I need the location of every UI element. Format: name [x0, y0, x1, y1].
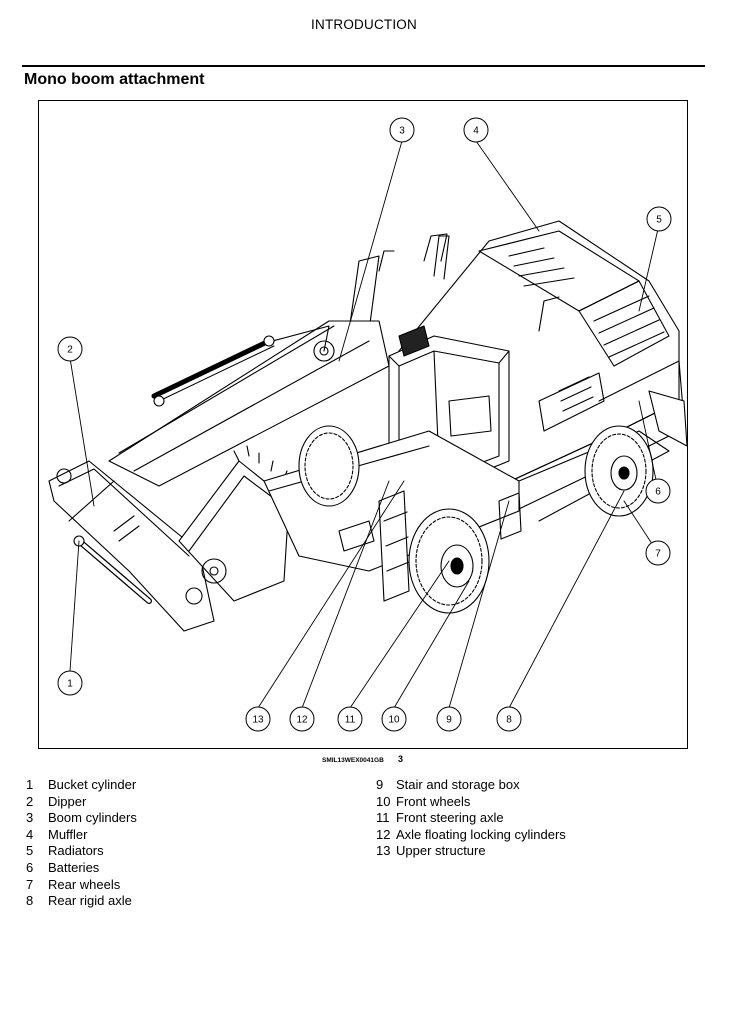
svg-text:1: 1 — [67, 679, 73, 690]
legend-number: 1 — [26, 777, 34, 792]
legend-item: 8 Rear rigid axle — [26, 893, 137, 910]
legend-number: 8 — [26, 893, 34, 909]
legend-label: Upper structure — [396, 843, 486, 859]
rear-blade-drawing — [648, 390, 688, 447]
svg-text:5: 5 — [656, 215, 662, 226]
callout-7: 7 — [645, 540, 671, 566]
dipper-drawing — [48, 460, 215, 632]
legend-item: 12 Axle floating locking cylinders — [376, 827, 566, 844]
legend-label: Stair and storage box — [396, 777, 520, 792]
legend-label: Rear wheels — [48, 876, 121, 892]
legend-item: 6 Batteries — [26, 860, 137, 877]
handrail-drawing — [348, 233, 560, 332]
callout-circles: 1 2 3 4 5 6 7 8 9 10 11 12 — [57, 117, 672, 732]
legend-item: 9 Stair and storage box — [376, 777, 566, 794]
legend-item: 3 Boom cylinders — [26, 810, 137, 827]
legend-item: 1 Bucket cylinder — [26, 777, 137, 794]
callout-11: 11 — [337, 706, 363, 732]
boom-drawing — [108, 320, 390, 487]
legend-label: Front wheels — [396, 793, 471, 809]
legend-label: Batteries — [48, 859, 100, 875]
legend-label: Dipper — [48, 793, 87, 809]
svg-text:3: 3 — [399, 126, 405, 137]
legend-item: 7 Rear wheels — [26, 877, 137, 894]
legend-number: 11 — [376, 810, 390, 826]
legend-item: 2 Dipper — [26, 794, 137, 811]
callout-13: 13 — [245, 706, 271, 732]
legend-number: 6 — [26, 859, 34, 875]
svg-text:13: 13 — [252, 715, 264, 726]
legend-item: 10 Front wheels — [376, 794, 566, 811]
excavator-figure: 1 2 3 4 5 6 7 8 9 10 11 12 — [38, 100, 688, 749]
legend-item: 4 Muffler — [26, 827, 137, 844]
legend-number: 2 — [26, 793, 34, 809]
svg-text:4: 4 — [473, 126, 479, 137]
header-rule — [22, 65, 705, 67]
figure-number: 3 — [398, 754, 404, 764]
legend-number: 4 — [26, 826, 34, 842]
page-header: INTRODUCTION — [311, 17, 417, 32]
legend-right-column: 9 Stair and storage box 10 Front wheels 11… — [376, 777, 566, 860]
callout-10: 10 — [381, 706, 407, 732]
svg-text:9: 9 — [446, 715, 452, 726]
excavator-illustration: 1 2 3 4 5 6 7 8 9 10 11 12 — [48, 117, 688, 732]
callout-6: 6 — [645, 478, 671, 504]
callout-5: 5 — [646, 206, 672, 232]
legend-number: 9 — [376, 777, 384, 792]
legend-number: 7 — [26, 876, 34, 892]
rear-wheels-drawing — [584, 425, 654, 517]
figure-id: SMIL13WEX0041GB — [322, 757, 384, 764]
svg-text:2: 2 — [67, 345, 73, 356]
legend-number: 12 — [376, 826, 391, 842]
legend-label: Axle floating locking cylinders — [396, 826, 566, 842]
legend-number: 13 — [376, 843, 391, 859]
legend-number: 10 — [376, 793, 391, 809]
legend-left-column: 1 Bucket cylinder 2 Dipper 3 Boom cylinders… — [26, 777, 137, 910]
svg-text:11: 11 — [345, 715, 356, 726]
callout-4: 4 — [463, 117, 489, 143]
legend-label: Boom cylinders — [48, 810, 137, 826]
callout-9: 9 — [436, 706, 462, 732]
legend-label: Rear rigid axle — [48, 893, 132, 909]
svg-text:6: 6 — [655, 487, 661, 498]
legend-label: Bucket cylinder — [48, 777, 137, 792]
legend-label: Muffler — [48, 826, 88, 842]
legend-item: 13 Upper structure — [376, 843, 566, 860]
legend-item: 11 Front steering axle — [376, 810, 566, 827]
svg-text:10: 10 — [388, 715, 400, 726]
legend-number: 5 — [26, 843, 34, 859]
legend-label: Front steering axle — [396, 810, 504, 826]
section-title: Mono boom attachment — [24, 71, 205, 88]
callout-3: 3 — [389, 117, 415, 143]
legend-number: 3 — [26, 810, 34, 826]
svg-text:8: 8 — [506, 715, 512, 726]
legend-item: 5 Radiators — [26, 843, 137, 860]
svg-text:12: 12 — [296, 715, 308, 726]
bucket-drawing — [178, 445, 290, 605]
callout-1: 1 — [57, 670, 83, 696]
callout-8: 8 — [496, 706, 522, 732]
leader-lines — [69, 140, 659, 709]
callout-2: 2 — [57, 336, 83, 362]
legend-label: Radiators — [48, 843, 104, 859]
svg-text:7: 7 — [655, 549, 661, 560]
callout-12: 12 — [289, 706, 315, 732]
